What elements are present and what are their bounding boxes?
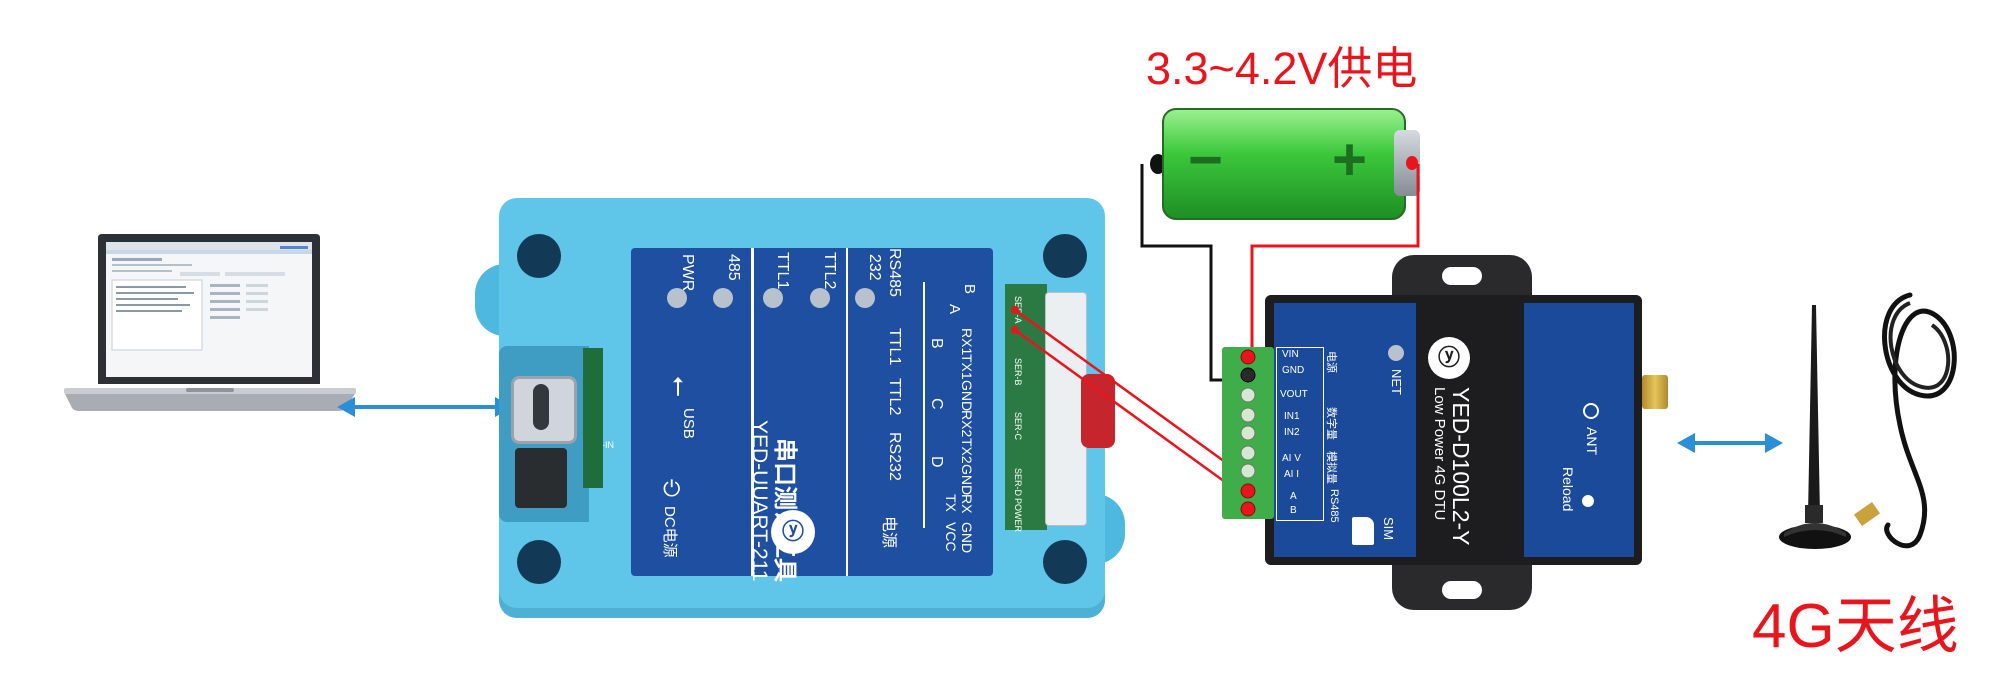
dtu-mount-hole bbox=[1442, 581, 1482, 599]
dtu-net-label: NET bbox=[1389, 369, 1404, 395]
dtu-sim-label: SIM bbox=[1381, 517, 1396, 541]
dtu-device: VIN GND VOUT IN1 IN2 AI V AI I A B 电源 数字… bbox=[1222, 255, 1668, 610]
led-232 bbox=[855, 288, 875, 308]
dtu-terminal-screws bbox=[1240, 349, 1256, 517]
dtu-ant-label: ANT bbox=[1584, 427, 1600, 455]
battery: − + bbox=[1150, 100, 1420, 220]
battery-positive-wire bbox=[1250, 164, 1420, 360]
dtu-pin-strip bbox=[1276, 347, 1324, 521]
dtu-reload-label: Reload bbox=[1560, 467, 1576, 512]
antenna-label: 4G天线 bbox=[1752, 592, 1959, 661]
led-485 bbox=[713, 288, 733, 308]
dtu-pin-label: VOUT bbox=[1280, 389, 1308, 400]
dtu-pin-label: AI V bbox=[1282, 453, 1301, 464]
dtu-mount-hole bbox=[1442, 267, 1482, 285]
dtu-net-led bbox=[1388, 345, 1404, 361]
battery-minus-label: − bbox=[1188, 126, 1224, 193]
rs485-wire-a bbox=[1014, 308, 1251, 482]
wire-dot bbox=[1011, 306, 1019, 314]
panel-divider bbox=[751, 248, 754, 576]
battery-plus-label: + bbox=[1332, 126, 1368, 193]
sim-card-icon bbox=[1352, 517, 1374, 545]
sma-connector bbox=[1642, 375, 1668, 409]
dtu-group-label: 数字量 bbox=[1325, 407, 1337, 440]
uart-tool: DC-IN PWR 485 TTL1 TTL2 232 ⭠ USB ⏻ DC电源… bbox=[475, 198, 1125, 618]
dtu-brand-logo-icon: ⓨ bbox=[1428, 337, 1470, 379]
battery-plus-terminal bbox=[1406, 156, 1418, 170]
screw-hole bbox=[517, 234, 561, 278]
dtu-pin-label: A bbox=[1290, 491, 1297, 502]
dtu-pin-label: VIN bbox=[1282, 349, 1299, 360]
antenna-symbol-icon bbox=[1583, 403, 1599, 419]
screw-hole bbox=[1043, 540, 1087, 584]
antenna-4g bbox=[1779, 292, 1957, 549]
usb-c-slot bbox=[533, 384, 549, 430]
dtu-pin-label: B bbox=[1290, 505, 1297, 516]
pcb-strip bbox=[583, 348, 603, 488]
power-icon: ⏻ bbox=[663, 476, 681, 501]
battery-voltage-label: 3.3~4.2V供电 bbox=[1146, 43, 1418, 94]
led-ttl1 bbox=[763, 288, 783, 308]
battery-body bbox=[1162, 108, 1406, 220]
dtu-pin-label: IN2 bbox=[1284, 427, 1300, 438]
dc-power-port bbox=[515, 448, 567, 508]
laptop-image bbox=[64, 234, 356, 411]
reload-button[interactable] bbox=[1582, 495, 1594, 507]
screw-hole bbox=[517, 540, 561, 584]
dtu-antenna-arrow bbox=[1677, 433, 1783, 453]
led-ttl2 bbox=[810, 288, 830, 308]
screw-hole bbox=[1043, 234, 1087, 278]
uart-terminal-clip bbox=[1081, 374, 1115, 448]
brand-logo-icon: ⓨ bbox=[771, 510, 815, 554]
panel-divider bbox=[846, 248, 848, 576]
uart-terminal-block bbox=[1005, 284, 1047, 530]
dtu-model: YED-D100L2-Y bbox=[1448, 387, 1474, 546]
dtu-group-label: 模拟量 bbox=[1325, 451, 1337, 484]
dtu-group-label: RS485 bbox=[1328, 489, 1340, 523]
led-pwr bbox=[667, 288, 687, 308]
dtu-right-panel bbox=[1524, 303, 1634, 557]
pin-table bbox=[923, 282, 995, 528]
dtu-pin-label: GND bbox=[1282, 365, 1305, 376]
rs485-wire-b bbox=[1014, 328, 1251, 502]
wire-dot bbox=[1011, 326, 1019, 334]
dtu-pin-label: IN1 bbox=[1284, 411, 1300, 422]
dtu-group-label: 电源 bbox=[1325, 351, 1337, 373]
dtu-pin-label: AI I bbox=[1284, 469, 1300, 480]
dtu-subtitle: Low Power 4G DTU bbox=[1431, 387, 1448, 521]
